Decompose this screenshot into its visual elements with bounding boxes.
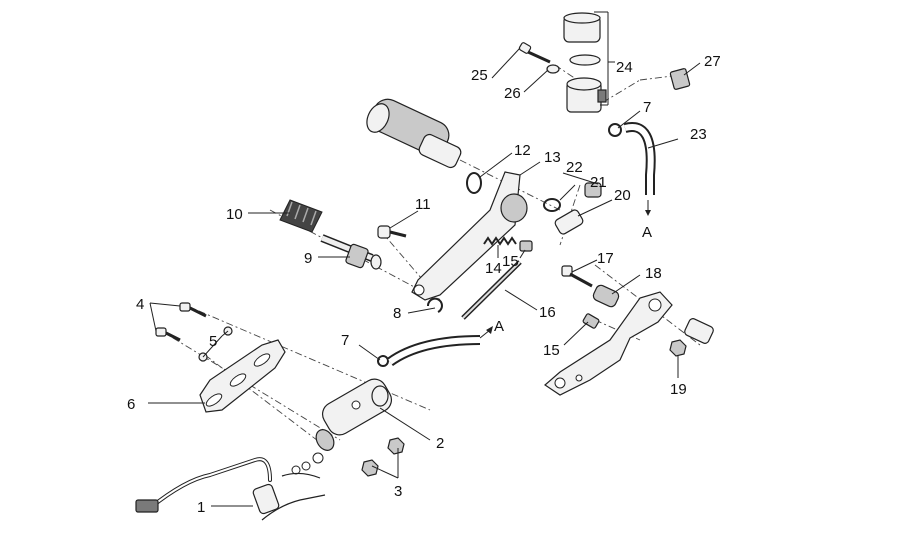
hose-clamp-lower-part (377, 355, 389, 367)
callout-16: 16 (539, 304, 556, 321)
callout-1: 1 (197, 499, 205, 516)
circlip-8-part (426, 297, 443, 313)
callout-4: 4 (136, 296, 144, 313)
connection-arrows (479, 200, 651, 339)
hose-23-part (623, 122, 656, 195)
fitting-15-upper-part (519, 240, 533, 252)
bushing-22-part (584, 182, 602, 198)
connection-mark-a-upper: A (642, 224, 652, 241)
callout-19: 19 (670, 381, 687, 398)
callout-26: 26 (504, 85, 521, 102)
callout-9: 9 (304, 250, 312, 267)
nuts-3-part (361, 437, 405, 477)
callout-14: 14 (485, 260, 502, 277)
pushrod-9-part (320, 234, 382, 270)
bolt-11-part (377, 225, 407, 239)
callout-17: 17 (597, 250, 614, 267)
callout-15a: 15 (502, 253, 519, 270)
bracket-right-part (544, 291, 673, 396)
hose-lower-part (387, 335, 481, 367)
clip-27-part (669, 68, 691, 90)
master-cylinder-2-part (315, 378, 393, 451)
callout-27: 27 (704, 53, 721, 70)
brake-switch-1-part (135, 452, 326, 521)
washer-26-part (546, 64, 560, 74)
callout-5: 5 (209, 333, 217, 350)
spacer-18-part (592, 284, 620, 308)
callout-7b: 7 (643, 99, 651, 116)
connection-mark-a-lower: A (494, 318, 504, 335)
callout-13: 13 (544, 149, 561, 166)
callout-labels: 1 2 3 4 5 6 7 7 8 9 10 11 12 13 14 15 15… (127, 53, 721, 516)
callout-22: 22 (566, 159, 583, 176)
upper-cylinder-part (366, 98, 462, 169)
callout-15b: 15 (543, 342, 560, 359)
bolt-right-part (684, 318, 714, 344)
callout-21: 21 (590, 174, 607, 191)
callout-3: 3 (394, 483, 402, 500)
callout-24: 24 (616, 59, 633, 76)
hose-clamp-upper-part (608, 123, 622, 137)
callout-8: 8 (393, 305, 401, 322)
callout-25: 25 (471, 67, 488, 84)
bolts-4-part (155, 302, 207, 342)
callout-10: 10 (226, 206, 243, 223)
fitting-15-lower-part (582, 313, 600, 329)
o-ring-12-part (466, 172, 482, 194)
callout-7a: 7 (341, 332, 349, 349)
bolt-17-part (561, 265, 593, 288)
callout-20: 20 (614, 187, 631, 204)
callout-6: 6 (127, 396, 135, 413)
callout-18: 18 (645, 265, 662, 282)
leader-lines (148, 11, 701, 507)
screw-25-part (518, 42, 551, 64)
nut-19-part (669, 339, 687, 357)
callout-12: 12 (514, 142, 531, 159)
callout-23: 23 (690, 126, 707, 143)
ring-21-part (543, 198, 561, 212)
reservoir-cap-part (563, 12, 601, 43)
heel-plate-6-part (199, 339, 286, 413)
brake-lever-13-part (411, 171, 528, 301)
callout-11: 11 (415, 196, 431, 213)
callout-2: 2 (436, 435, 444, 452)
reservoir-seal-part (569, 54, 601, 66)
rubber-boot-10-part (279, 199, 323, 233)
clevis-20-part (554, 209, 584, 235)
reservoir-body-part (566, 77, 607, 113)
spring-14-part (483, 236, 517, 246)
rod-16-part (461, 260, 522, 320)
